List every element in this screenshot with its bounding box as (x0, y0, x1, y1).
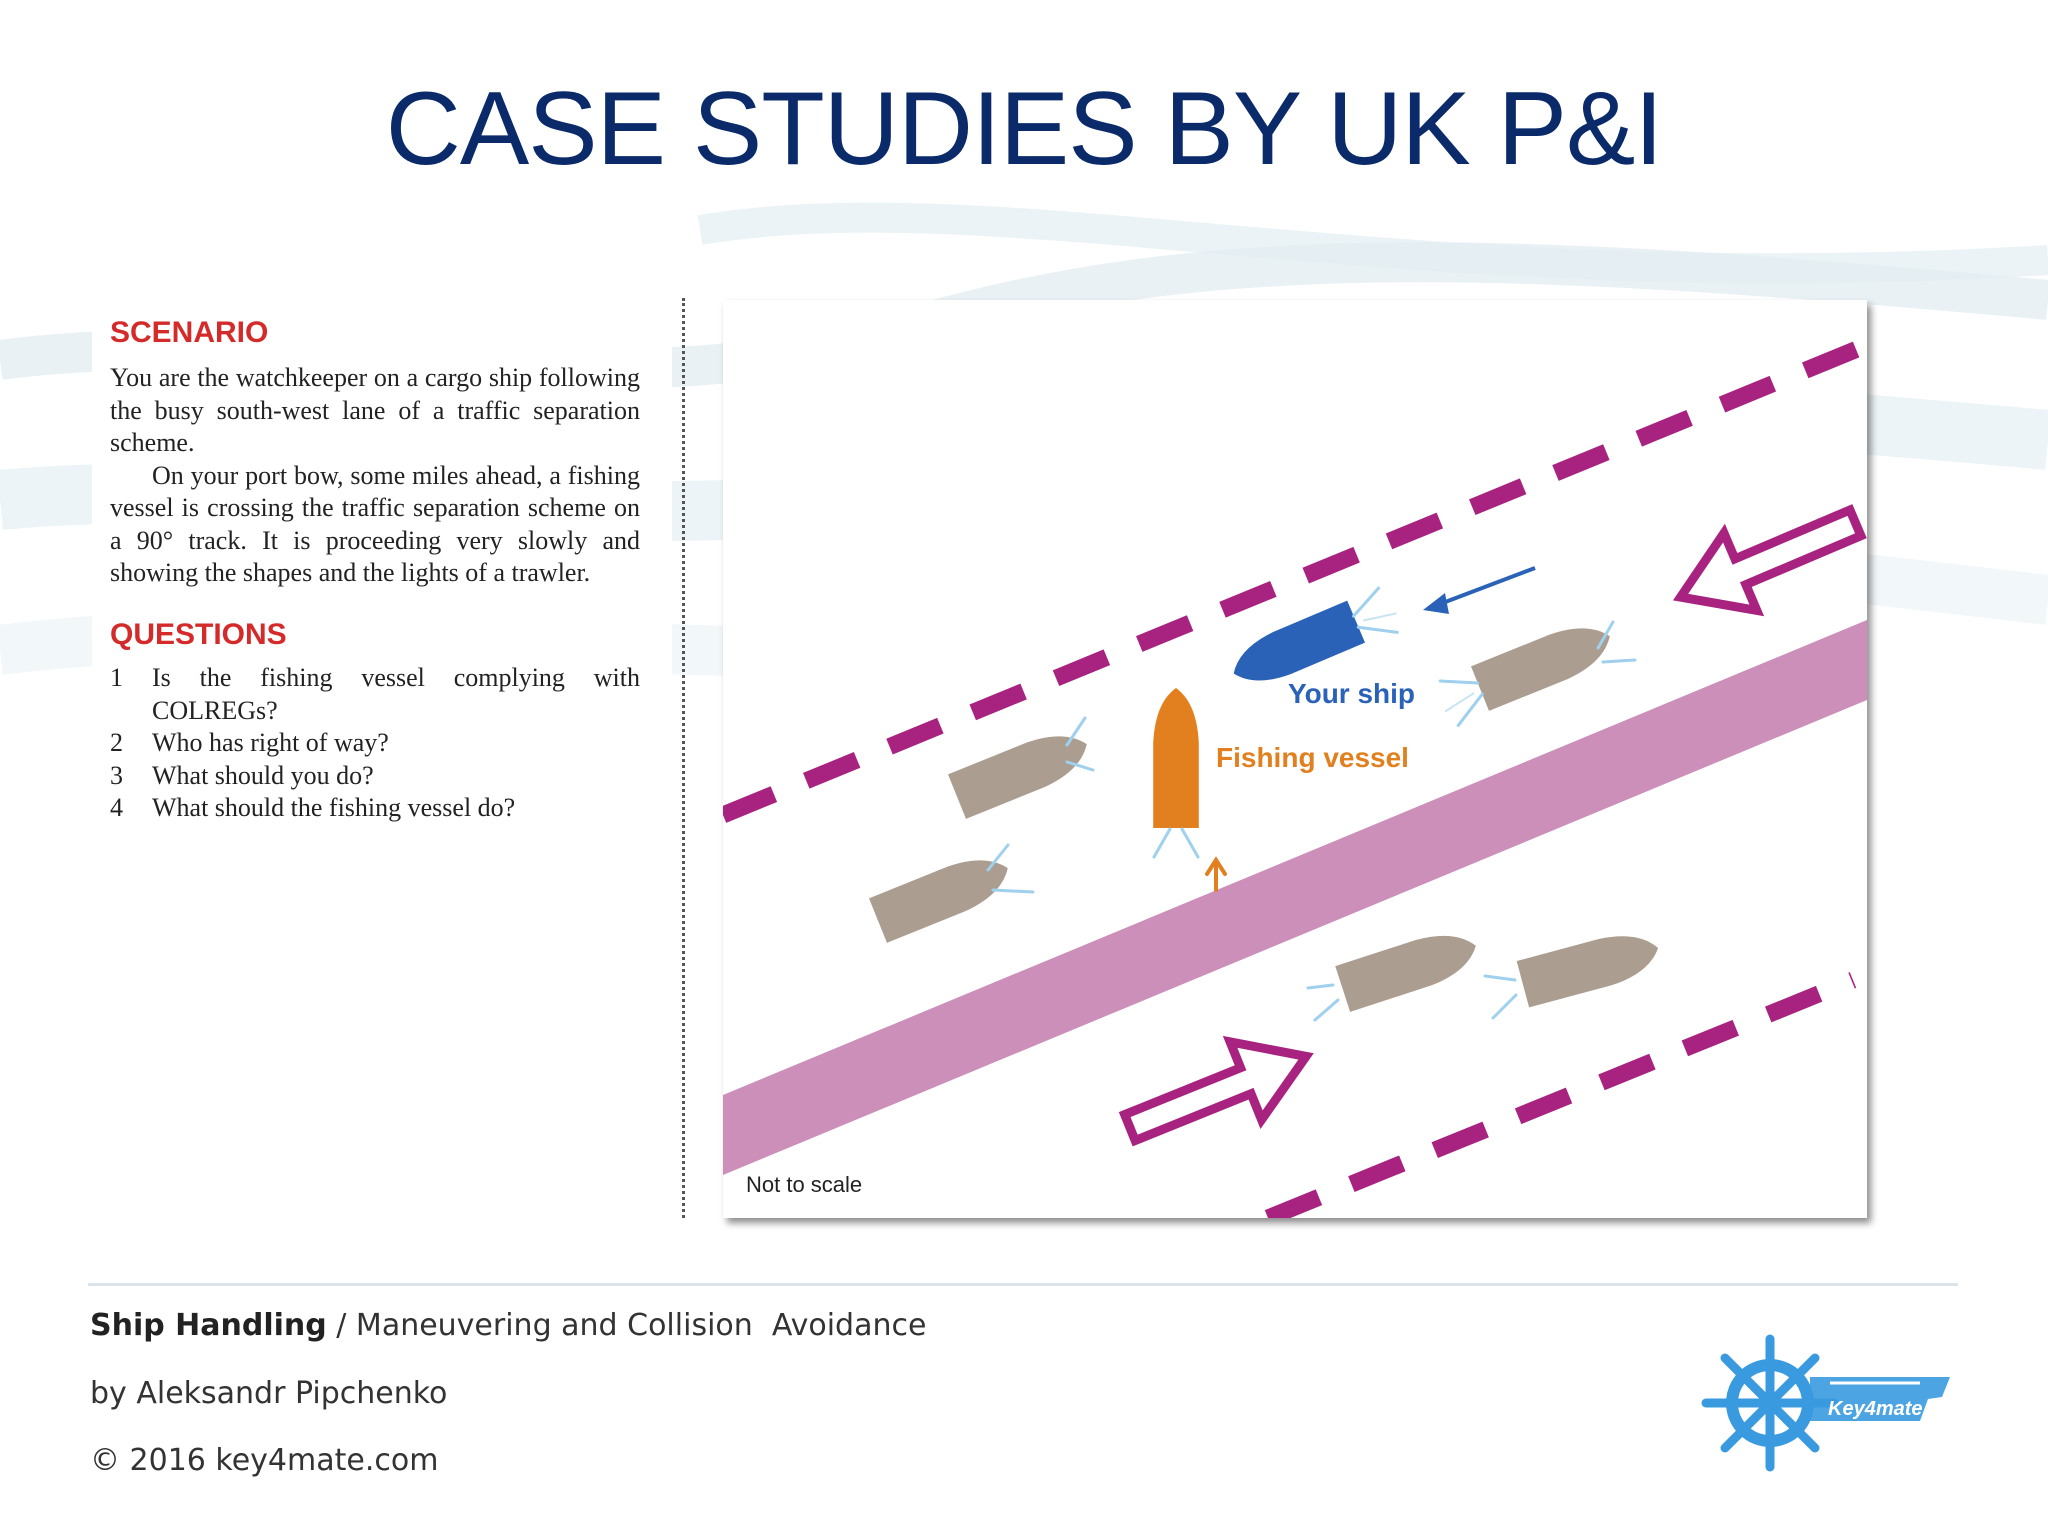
course-title-rest: / Maneuvering and Collision Avoidance (326, 1308, 927, 1343)
question-item: 1 Is the fishing vessel complying with C… (110, 662, 640, 727)
other-vessel-icon (1335, 922, 1484, 1012)
scenario-text: You are the watchkeeper on a cargo ship … (110, 362, 640, 590)
column-divider (682, 298, 685, 1218)
your-ship-label: Your ship (1288, 678, 1416, 709)
scenario-paragraph-2: On your port bow, some miles ahead, a fi… (110, 460, 640, 588)
your-ship-heading-vector (1439, 566, 1536, 606)
fishing-vessel-label: Fishing vessel (1216, 742, 1409, 773)
lower-lane-boundary (1264, 972, 1857, 1218)
scenario-heading: SCENARIO (110, 316, 269, 349)
question-item: 4 What should the fishing vessel do? (110, 792, 640, 825)
question-number: 1 (110, 663, 123, 692)
questions-heading: QUESTIONS (110, 618, 287, 651)
upper-lane-boundary (723, 337, 1867, 823)
course-title: Ship Handling / Maneuvering and Collisio… (90, 1308, 926, 1343)
wake-marks (986, 620, 1637, 1022)
page-title: CASE STUDIES BY UK P&I (385, 71, 1663, 187)
fishing-vessel-thrust-icon (1205, 856, 1227, 892)
question-number: 2 (110, 728, 123, 757)
questions-list: 1 Is the fishing vessel complying with C… (110, 662, 640, 825)
scale-note: Not to scale (746, 1172, 863, 1197)
question-text: What should the fishing vessel do? (152, 793, 516, 822)
question-number: 3 (110, 760, 123, 790)
southwest-traffic-arrow-icon (1672, 504, 1867, 617)
other-vessel-icon (1516, 924, 1665, 1008)
separation-zone (723, 620, 1867, 1175)
question-text: What should you do? (152, 760, 374, 790)
case-text-panel: SCENARIO You are the watchkeeper on a ca… (92, 300, 672, 1230)
scenario-paragraph-1: You are the watchkeeper on a cargo ship … (110, 363, 640, 457)
question-text: Who has right of way? (152, 728, 389, 757)
footer-divider (88, 1283, 1958, 1286)
author-line: by Aleksandr Pipchenko (90, 1376, 448, 1411)
key4mate-logo: Key4mate (1701, 1334, 1950, 1472)
ship-wheel-key-icon (1701, 1334, 1839, 1472)
copyright-line: © 2016 key4mate.com (90, 1443, 439, 1478)
diagram-canvas (723, 337, 1867, 1218)
course-title-bold: Ship Handling (90, 1308, 327, 1343)
heading-arrowhead-icon (1423, 593, 1449, 614)
question-item: 3 What should you do? (110, 760, 640, 793)
question-item: 2 Who has right of way? (110, 727, 640, 760)
question-text: Is the fishing vessel complying with COL… (152, 663, 640, 725)
other-vessel-icon (1433, 613, 1619, 730)
northeast-traffic-arrow-icon (1118, 1035, 1314, 1147)
logo-text: Key4mate (1828, 1398, 1923, 1420)
fishing-vessel-icon (1152, 688, 1200, 859)
traffic-separation-diagram: Your ship Fishing vessel Not to scale (723, 300, 1867, 1218)
question-number: 4 (110, 793, 123, 822)
